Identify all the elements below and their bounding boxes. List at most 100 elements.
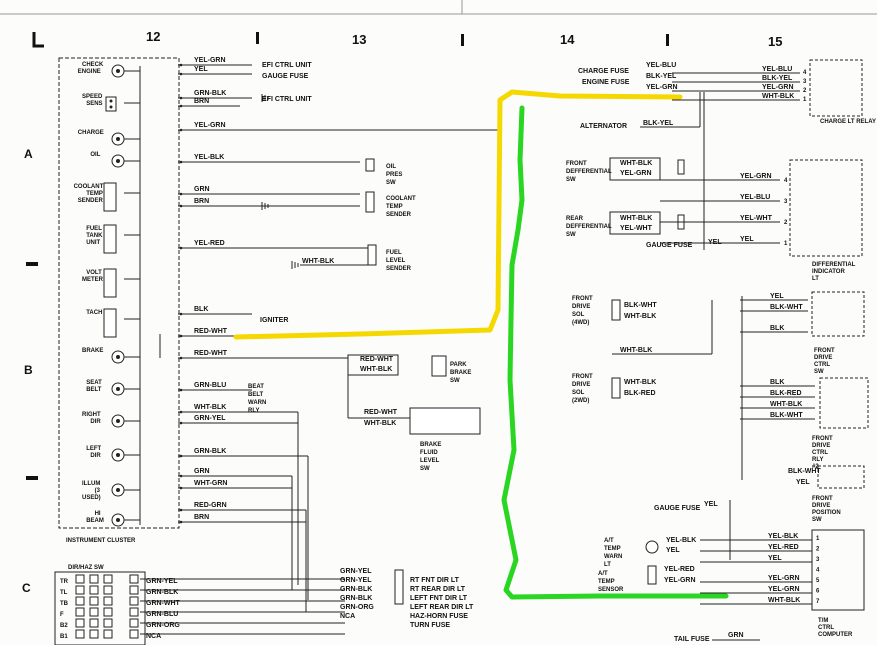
column-headers: 12 13 14 15 bbox=[32, 29, 782, 49]
cluster-item-label: SPEED bbox=[82, 94, 103, 100]
diff-pin: 3 bbox=[784, 199, 788, 205]
dirhaz-mid-wire: GRN-BLK bbox=[340, 595, 372, 602]
wire-label: YEL-GRN bbox=[646, 84, 678, 91]
seat-belt-warn-rly-line: BELT bbox=[248, 392, 264, 398]
rly2-wire: BLK-WHT bbox=[770, 412, 803, 419]
ctrl-sw-label-line: CTRL bbox=[814, 362, 830, 368]
rear-diff-sw-line: REAR bbox=[566, 216, 584, 222]
gauge-fuse: GAUGE FUSE bbox=[646, 242, 693, 249]
tm-wire: YEL-BLK bbox=[768, 533, 798, 540]
tm-pin: 7 bbox=[816, 599, 820, 605]
cluster-item-label: SENDER bbox=[78, 198, 104, 204]
oil-pres-sw-line: SW bbox=[386, 180, 396, 186]
wire-label: YEL-BLK bbox=[666, 537, 696, 544]
cluster-item-label: DIR bbox=[90, 453, 101, 459]
tm-ctrl-label-line: COMPUTER bbox=[818, 632, 853, 638]
wire-label: BRN bbox=[194, 198, 209, 205]
wire-label: YEL bbox=[666, 547, 680, 554]
at-sensor-label-line: A/T bbox=[598, 571, 608, 577]
dirhaz-dest: LEFT FNT DIR LT bbox=[410, 595, 468, 602]
tm-wire: WHT-BLK bbox=[768, 597, 800, 604]
wire-label: GRN bbox=[194, 186, 210, 193]
front-diff-sw-line: FRONT bbox=[566, 161, 587, 167]
green-annotation bbox=[501, 105, 729, 600]
dirhaz-title: DIR/HAZ SW bbox=[68, 565, 104, 571]
relay-wire: BLK-YEL bbox=[762, 75, 793, 82]
cluster-item-label: BEAM bbox=[86, 518, 104, 524]
fd-sol-2wd-line: SOL bbox=[572, 390, 585, 396]
destination-label: GAUGE FUSE bbox=[262, 73, 309, 80]
wire-label: GRN-YEL bbox=[194, 415, 226, 422]
pos-wire: YEL bbox=[796, 479, 810, 486]
column-13: 13 bbox=[352, 32, 366, 47]
dirhaz-dest: HAZ-HORN FUSE bbox=[410, 613, 468, 620]
ctrl-sw-label-line: FRONT bbox=[814, 348, 835, 354]
rly2-wire: BLK bbox=[770, 379, 784, 386]
wire-label: WHT-BLK bbox=[360, 366, 392, 373]
pos-sw-label-line: DRIVE bbox=[812, 503, 830, 509]
dirhaz-mid-wire: GRN-BLK bbox=[340, 586, 372, 593]
cluster-item-label: SEAT bbox=[86, 380, 102, 386]
tm-pin: 2 bbox=[816, 547, 820, 553]
dirhaz-pin: TB bbox=[60, 601, 69, 607]
cluster-item: OIL bbox=[90, 152, 140, 168]
wire-label: YEL-WHT bbox=[620, 225, 653, 232]
tm-wire: YEL-GRN bbox=[768, 575, 800, 582]
cluster-item-label: TEMP bbox=[86, 191, 103, 197]
wire-label: BLK-RED bbox=[624, 390, 656, 397]
diff-indicator-label-line: INDICATOR bbox=[812, 269, 845, 275]
dirhaz-dest: LEFT REAR DIR LT bbox=[410, 604, 474, 611]
dirhaz-mid-wire: GRN-YEL bbox=[340, 577, 372, 584]
wire-label: YEL-BLK bbox=[194, 154, 224, 161]
coolant-temp-sender-line: TEMP bbox=[386, 204, 403, 210]
wire-label: WHT-BLK bbox=[624, 379, 656, 386]
cluster-item: BRAKE bbox=[82, 348, 140, 364]
cluster-item-label: OIL bbox=[90, 152, 100, 158]
rear-diff-sw-line: SW bbox=[566, 232, 576, 238]
engine-fuse: ENGINE FUSE bbox=[582, 79, 630, 86]
wire-label: YEL-GRN bbox=[194, 122, 226, 129]
cluster-item-label: VOLT bbox=[86, 270, 102, 276]
wire-label: WHT-GRN bbox=[194, 480, 227, 487]
column-15: 15 bbox=[768, 34, 782, 49]
tm-pin: 3 bbox=[816, 557, 820, 563]
relay-pin: 4 bbox=[803, 70, 807, 76]
wire-label: RED-WHT bbox=[360, 356, 394, 363]
igniter-label: IGNITER bbox=[260, 317, 288, 324]
dirhaz-wire: GRN-BLU bbox=[146, 611, 178, 618]
ctrl-sw-label-line: DRIVE bbox=[814, 355, 832, 361]
cluster-item-label: CHARGE bbox=[78, 130, 104, 136]
alternator-label: ALTERNATOR bbox=[580, 123, 627, 130]
dirhaz-wire: GRN-ORG bbox=[146, 622, 180, 629]
coolant-temp-sender-line: SENDER bbox=[386, 212, 412, 218]
brake-fluid-level-sw-line: LEVEL bbox=[420, 458, 440, 464]
fd-sol-4wd-line: (4WD) bbox=[572, 320, 589, 326]
tail-fuse: TAIL FUSE bbox=[674, 636, 710, 643]
diff-pin: 2 bbox=[784, 220, 788, 226]
row-markers: A B C bbox=[22, 147, 38, 595]
cluster-items: CHECKENGINESPEEDSENSCHARGEOILCOOLANTTEMP… bbox=[74, 62, 141, 527]
relay-wire: YEL-BLU bbox=[762, 66, 792, 73]
diff-wire: YEL bbox=[740, 236, 754, 243]
brake-fluid-level-sw-line: FLUID bbox=[420, 450, 438, 456]
relay-pin: 1 bbox=[803, 97, 807, 103]
wire-label: RED-WHT bbox=[364, 409, 398, 416]
tm-wire: YEL bbox=[768, 555, 782, 562]
park-brake-sw-line: BRAKE bbox=[450, 370, 471, 376]
dirhaz-mid-wire: GRN-ORG bbox=[340, 604, 374, 611]
wire-label: WHT-BLK bbox=[302, 258, 334, 265]
